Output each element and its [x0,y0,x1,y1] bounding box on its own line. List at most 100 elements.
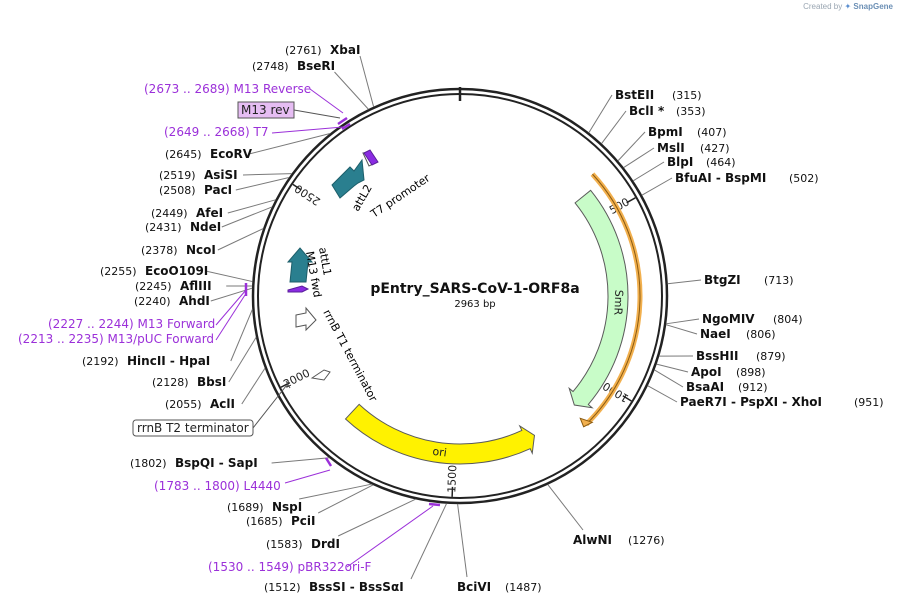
site-name-bsssi-bsss-i[interactable]: BssSI - BssSαI [309,580,404,594]
site-coord-bsaai: (912) [738,381,768,394]
primer-label-l4440[interactable]: (1783 .. 1800) L4440 [154,479,281,493]
site-name-bcli[interactable]: BclI * [629,104,665,118]
site-coord-asisi: (2519) [159,169,196,182]
feature-ori[interactable] [344,403,536,465]
site-line-bspqi-sapi [271,457,330,464]
attl1-label: attL1 [316,246,334,276]
primer-mark-pbr322 [428,502,441,507]
site-name-nspi[interactable]: NspI [272,500,302,514]
site-line-bcli [601,110,627,144]
site-name-ahdi[interactable]: AhdI [179,294,210,308]
site-name-ecoo109i[interactable]: EcoO109I [145,264,208,278]
site-coord-msli: (427) [700,142,730,155]
site-name-bsteii[interactable]: BstEII [615,88,654,102]
site-name-afei[interactable]: AfeI [196,206,223,220]
primer-mark-l4440 [324,457,333,467]
site-coord-btgzi: (713) [764,274,794,287]
m13-rev-primer-glyph [363,149,379,166]
tick-label-2000: 2000 [281,366,312,390]
m13-fwd-primer-glyph [287,285,310,293]
site-name-ndei[interactable]: NdeI [190,220,221,234]
site-name-drdi[interactable]: DrdI [311,537,340,551]
primer-label-pbr322ori[interactable]: (1530 .. 1549) pBR322ori-F [208,560,372,574]
site-line-bpmi [617,131,646,162]
site-line-bsaai [654,369,684,388]
site-name-bcivi[interactable]: BciVI [457,580,491,594]
site-line-ndei [221,206,273,228]
site-name-paer7i-pspxi-xhoi[interactable]: PaeR7I - PspXI - XhoI [680,395,822,409]
site-line-btgzi [667,279,702,285]
primer-label-m13-puc-forward[interactable]: (2213 .. 2235) M13/pUC Forward [18,332,214,346]
site-coord-bcli: (353) [676,105,706,118]
site-name-hincii-hpai[interactable]: HincII - HpaI [127,354,210,368]
site-line-alwni [547,484,584,531]
site-name-bfuai-bspmi[interactable]: BfuAI - BspMI [675,171,766,185]
site-coord-ndei: (2431) [145,221,182,234]
site-coord-bsshii: (879) [756,350,786,363]
site-name-pcii[interactable]: PciI [291,514,316,528]
site-name-afliii[interactable]: AflIII [180,279,212,293]
site-coord-ecoo109i: (2255) [100,265,137,278]
site-name-apoi[interactable]: ApoI [691,365,722,379]
site-name-bsshii[interactable]: BssHII [696,349,738,363]
site-name-acli[interactable]: AclI [210,397,235,411]
site-coord-bsssi-bsss-i: (1512) [264,581,301,594]
site-line-bseri [334,71,369,110]
site-name-msli[interactable]: MslI [657,141,685,155]
rrnb-t1-terminator-glyph [310,369,331,381]
rrnb-t1-terminator-label: rrnB T1 terminator [320,307,380,404]
primer-label-t7[interactable]: (2649 .. 2668) T7 [164,125,268,139]
site-line-apoi [656,363,689,373]
feature-attl2[interactable] [331,158,365,199]
site-name-paci[interactable]: PacI [204,183,232,197]
site-line-paci [235,177,290,191]
site-name-alwni[interactable]: AlwNI [573,533,612,547]
site-coord-nspi: (1689) [227,501,264,514]
watermark: Created by ✦ SnapGene [803,2,893,11]
site-coord-bspqi-sapi: (1802) [130,457,167,470]
feature-attl1[interactable] [286,247,314,283]
site-line-paer7i-pspxi-xhoi [647,385,678,403]
primer-label-m13-forward[interactable]: (2227 .. 2244) M13 Forward [48,317,215,331]
site-name-bsaai[interactable]: BsaAI [686,380,724,394]
site-name-btgzi[interactable]: BtgZI [704,273,741,287]
site-name-asisi[interactable]: AsiSI [204,168,238,182]
site-name-bseri[interactable]: BseRI [297,59,335,73]
plasmid-length: 2963 bp [454,299,495,310]
site-coord-bbsi: (2128) [152,376,189,389]
tick-2000 [280,382,291,388]
site-line-bfuai-bspmi [641,177,673,196]
site-layer: BstEII(315)BclI *(353)BpmI(407)MslI(427)… [82,43,884,594]
site-name-bbsi[interactable]: BbsI [197,375,226,389]
tick-2500 [292,183,302,191]
site-name-bpmi[interactable]: BpmI [648,125,683,139]
site-coord-ahdi: (2240) [134,295,171,308]
tick-label-1500: 1500 [445,465,459,493]
primer-label-m13-rev: M13 rev [241,103,290,117]
site-name-naei[interactable]: NaeI [700,327,731,341]
site-line-acli [241,367,266,405]
site-name-ngomiv[interactable]: NgoMIV [702,312,755,326]
site-line-blpi [632,161,665,182]
site-name-bspqi-sapi[interactable]: BspQI - SapI [175,456,258,470]
primer-label-m13-reverse[interactable]: (2673 .. 2689) M13 Reverse [144,82,311,96]
site-name-blpi[interactable]: BlpI [667,155,693,169]
site-name-ecorv[interactable]: EcoRV [210,147,253,161]
smr-highlight-arc-line [585,173,641,425]
site-line-msli [623,147,655,169]
feature-smr[interactable] [568,189,629,409]
site-coord-bcivi: (1487) [505,581,542,594]
site-line-ecorv [248,133,331,155]
site-name-ncoi[interactable]: NcoI [186,243,216,257]
site-name-xbai[interactable]: XbaI [330,43,360,57]
site-line-hincii-hpai [230,309,253,362]
site-line-afei [227,199,276,214]
site-coord-ncoi: (2378) [141,244,178,257]
site-line-bsteii [588,94,613,133]
smr-highlight-arrowhead [579,417,594,428]
site-line-ncoi [217,228,264,251]
tick-label-2500: 2500 [292,182,323,208]
site-coord-paci: (2508) [159,184,196,197]
